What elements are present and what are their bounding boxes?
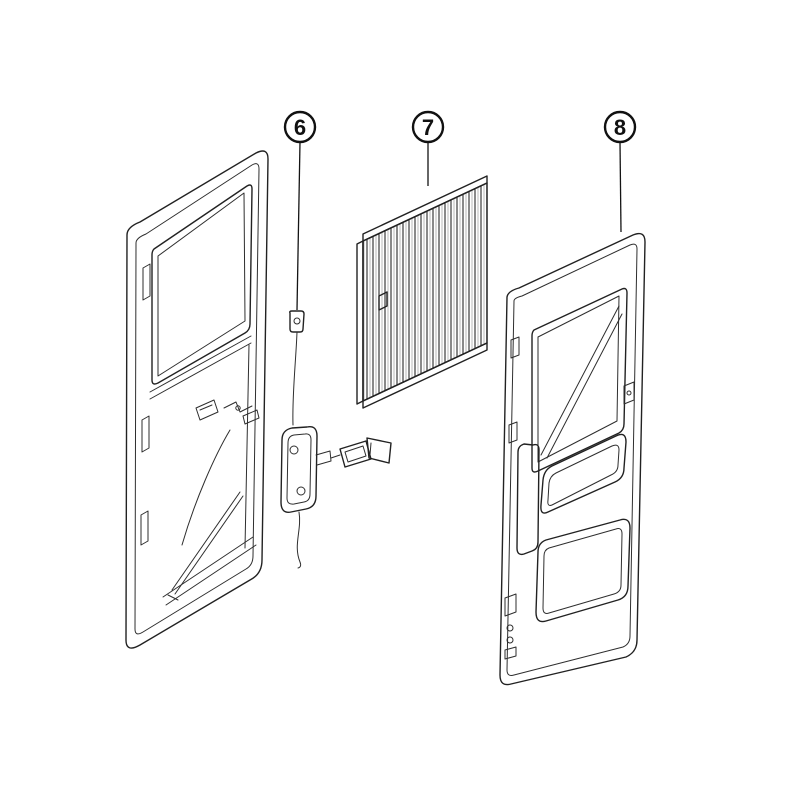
outer-door-frame <box>125 150 269 649</box>
latch-body <box>280 426 318 513</box>
panel-outline <box>499 232 646 686</box>
callout-8-circle <box>603 110 637 144</box>
door-frame-outline <box>125 150 269 649</box>
callout-7-label: 7 <box>422 115 434 140</box>
panel-left-recess <box>516 443 540 556</box>
panel-window-aperture <box>531 287 628 473</box>
callout-7-circle <box>411 110 445 144</box>
panel-lock-plate <box>623 381 635 405</box>
panel-bottom-hole-2 <box>506 636 514 644</box>
lock-cylinder <box>289 310 305 333</box>
striker-plate-line <box>369 442 372 456</box>
inner-door-panel <box>499 232 646 686</box>
aperture-diagonal-2 <box>546 313 623 459</box>
lower-rod <box>171 491 241 591</box>
callout-8-label: 8 <box>614 115 626 140</box>
callout-8: 8 <box>603 110 637 233</box>
door-window-opening-inner <box>157 192 246 377</box>
latch-screw-bottom <box>296 486 306 496</box>
blind-side-rail <box>356 240 364 405</box>
lock-cylinder-keyhole <box>293 317 301 325</box>
callout-6-circle <box>283 110 317 144</box>
panel-latch-slot-mid <box>508 421 518 444</box>
panel-latch-slot-top <box>510 336 520 359</box>
lock-mechanism <box>280 310 392 569</box>
hinge-mark-top <box>142 263 151 301</box>
aperture-diagonal-1 <box>540 305 620 456</box>
lower-rod-end <box>167 594 179 601</box>
striker-box-inner <box>344 445 367 463</box>
interior-bracket <box>242 409 260 425</box>
hinge-mark-middle <box>141 415 150 453</box>
latch-tab <box>315 450 332 466</box>
latch-body-inner <box>286 433 312 505</box>
interior-latch-block <box>195 399 219 421</box>
striker-plate <box>366 437 392 464</box>
panel-lock-hole <box>626 390 632 396</box>
interior-linkage <box>223 401 253 413</box>
striker-box <box>339 440 372 468</box>
latch-screw-top <box>289 445 299 455</box>
striker-link <box>330 454 341 459</box>
door-inner-stile <box>244 344 250 549</box>
blind-top-rail <box>362 175 488 242</box>
interior-rod <box>181 429 231 546</box>
panel-inner-edge <box>506 243 638 676</box>
lower-rod-second <box>174 495 244 595</box>
door-frame-inner-edge <box>134 163 260 635</box>
panel-storage-bin-inner <box>542 528 623 614</box>
panel-bottom-bracket <box>504 593 517 617</box>
blind-pleated-panel <box>362 182 488 402</box>
panel-bottom-step <box>504 646 517 660</box>
lower-strip-bottom <box>165 544 257 606</box>
door-mid-rail-lower <box>149 342 252 400</box>
callout-6-leader <box>296 141 301 311</box>
panel-armrest-recess <box>540 433 627 514</box>
pleated-blind <box>356 175 488 409</box>
panel-storage-bin <box>535 518 631 623</box>
callout-6-label: 6 <box>294 115 306 140</box>
lock-link-wire <box>292 331 298 426</box>
lower-strip-top <box>162 536 254 598</box>
door-window-opening <box>151 184 253 385</box>
door-mid-rail <box>149 335 252 393</box>
panel-window-aperture-inner <box>537 295 620 463</box>
linkage-pivot <box>235 405 241 411</box>
callout-7: 7 <box>411 110 445 186</box>
callout-6: 6 <box>283 110 317 311</box>
callout-8-leader <box>619 141 622 233</box>
blind-bottom-rail <box>362 342 488 409</box>
panel-bottom-hole-1 <box>506 624 514 632</box>
latch-lower-rod <box>296 511 302 569</box>
panel-armrest-recess-inner <box>547 444 620 506</box>
blind-pull-handle <box>378 291 388 311</box>
hinge-mark-bottom <box>140 510 149 546</box>
